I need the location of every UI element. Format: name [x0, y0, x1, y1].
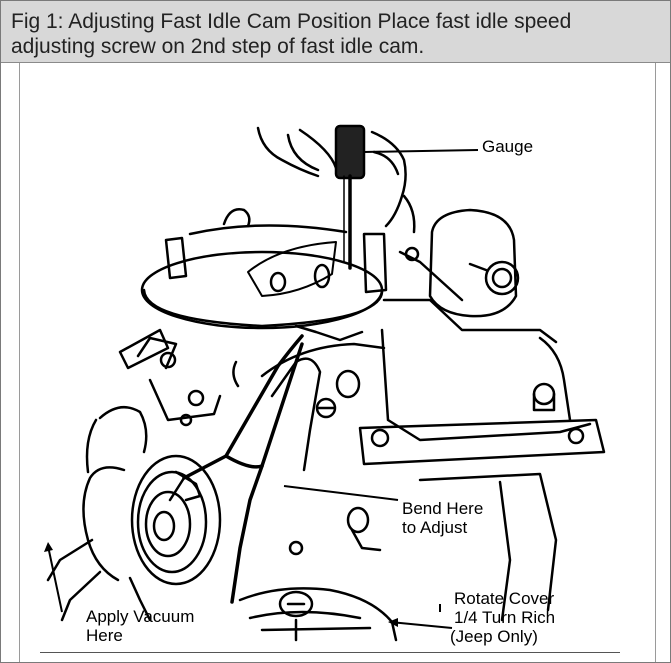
gauge-leader [363, 149, 479, 153]
vacuum-diaphragm [46, 405, 222, 622]
callout-leaders [47, 149, 479, 629]
carburetor-body [118, 208, 606, 622]
rotate-cover-label-line1: Rotate Cover [454, 589, 555, 608]
gauge-label: Gauge [482, 137, 534, 156]
bottom-rule [40, 652, 620, 653]
choke-rod [182, 334, 304, 604]
bend-leader [283, 485, 399, 501]
rotate-arrowhead [388, 618, 398, 627]
rotate-leader [389, 621, 453, 629]
apply-vacuum-label-line1: Apply Vacuum [86, 607, 195, 626]
gauge-tool [334, 124, 366, 270]
figure-caption: Fig 1: Adjusting Fast Idle Cam Position … [1, 1, 670, 63]
apply-vacuum-label-line2: Here [86, 627, 123, 641]
rotate-cover-label-line3: (Jeep Only) [450, 627, 538, 646]
illustration-frame [19, 63, 656, 662]
bend-here-label-line1: Bend Here [402, 499, 484, 518]
rotate-cover-label-line2: 1/4 Turn Rich [454, 608, 556, 627]
bend-here-label-line2: to Adjust [402, 518, 468, 537]
vacuum-leader [47, 545, 63, 613]
hand-drawing [256, 126, 416, 234]
choke-cover [238, 587, 398, 642]
air-horn [140, 208, 388, 330]
vacuum-arrowhead [44, 542, 53, 552]
